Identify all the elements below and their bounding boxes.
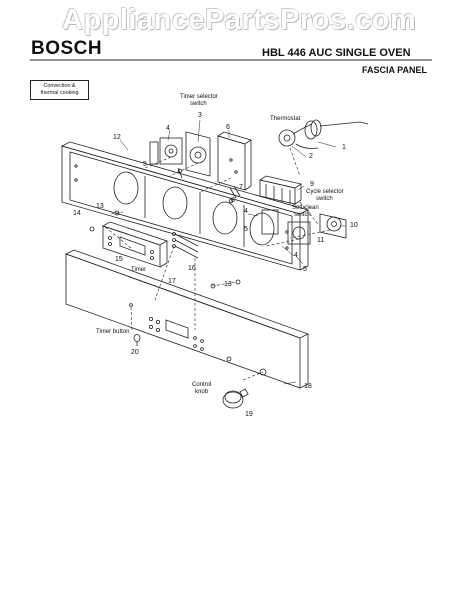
part-number-4b: 4 bbox=[244, 208, 248, 215]
part-number-16: 16 bbox=[188, 265, 196, 272]
number-leaders bbox=[119, 119, 346, 385]
thermostat bbox=[278, 119, 369, 149]
part-number-5c: 5 bbox=[303, 266, 307, 273]
part-number-20: 20 bbox=[131, 349, 139, 356]
label-thermostat: Thermostat bbox=[270, 116, 301, 122]
part-number-17: 17 bbox=[168, 278, 176, 285]
fascia-frame bbox=[60, 141, 310, 271]
part-number-3: 3 bbox=[198, 112, 202, 119]
cycle-selector-switch bbox=[259, 175, 302, 205]
label-self-clean-1: Self-clean bbox=[292, 205, 319, 211]
part-number-11: 11 bbox=[317, 237, 325, 244]
part-number-5a: 5 bbox=[143, 161, 147, 168]
part-number-13b: 13 bbox=[224, 281, 232, 288]
circuit-board bbox=[217, 131, 252, 199]
part-number-7: 7 bbox=[239, 184, 243, 191]
watermark: AppliancePartsPros.com bbox=[62, 4, 417, 36]
part-number-1: 1 bbox=[342, 144, 346, 151]
screws bbox=[89, 168, 241, 289]
model-title: HBL 446 AUC SINGLE OVEN bbox=[262, 47, 411, 59]
part-number-5b: 5 bbox=[244, 226, 248, 233]
part-number-10: 10 bbox=[350, 222, 358, 229]
brand-logo: BOSCH bbox=[31, 38, 103, 59]
part-number-9: 9 bbox=[310, 181, 314, 188]
timer-button-stems bbox=[172, 232, 199, 259]
label-timer: Timer bbox=[131, 267, 147, 273]
note-line-2: thermal cooking bbox=[40, 89, 79, 96]
label-cycle-selector-2: switch bbox=[316, 196, 333, 202]
front-panel bbox=[64, 249, 310, 389]
control-knob-part bbox=[222, 388, 249, 409]
self-clean-switch bbox=[287, 213, 347, 245]
part-number-18: 18 bbox=[304, 383, 312, 390]
label-timer-button: Timer button bbox=[96, 329, 130, 335]
mounting-brackets bbox=[149, 141, 279, 235]
assembly-lines bbox=[103, 147, 331, 381]
label-cycle-selector-1: Cycle selector bbox=[306, 189, 344, 195]
part-number-15: 15 bbox=[115, 256, 123, 263]
part-number-6: 6 bbox=[226, 124, 230, 131]
label-self-clean-2: switch bbox=[294, 212, 311, 218]
part-number-4c: 4 bbox=[294, 252, 298, 259]
note-line-1: Convection & bbox=[43, 83, 76, 89]
note-box: Convection & thermal cooking bbox=[30, 80, 89, 100]
part-number-12: 12 bbox=[113, 134, 121, 141]
timer-module bbox=[102, 221, 168, 268]
label-control-knob-1: Control bbox=[192, 382, 212, 388]
part-number-14: 14 bbox=[73, 210, 81, 217]
label-control-knob-2: knob bbox=[195, 389, 209, 395]
part-number-8: 8 bbox=[231, 197, 235, 204]
part-number-13a: 13 bbox=[96, 203, 104, 210]
part-number-4a: 4 bbox=[166, 125, 170, 132]
section-title: FASCIA PANEL bbox=[362, 65, 428, 75]
part-number-2: 2 bbox=[309, 153, 313, 160]
part-number-19: 19 bbox=[245, 411, 253, 418]
timer-button-part bbox=[133, 334, 141, 346]
label-timer-selector-2: switch bbox=[190, 101, 207, 107]
label-timer-selector-1: Timer selector bbox=[180, 94, 218, 100]
timer-selector-switch bbox=[159, 131, 211, 179]
